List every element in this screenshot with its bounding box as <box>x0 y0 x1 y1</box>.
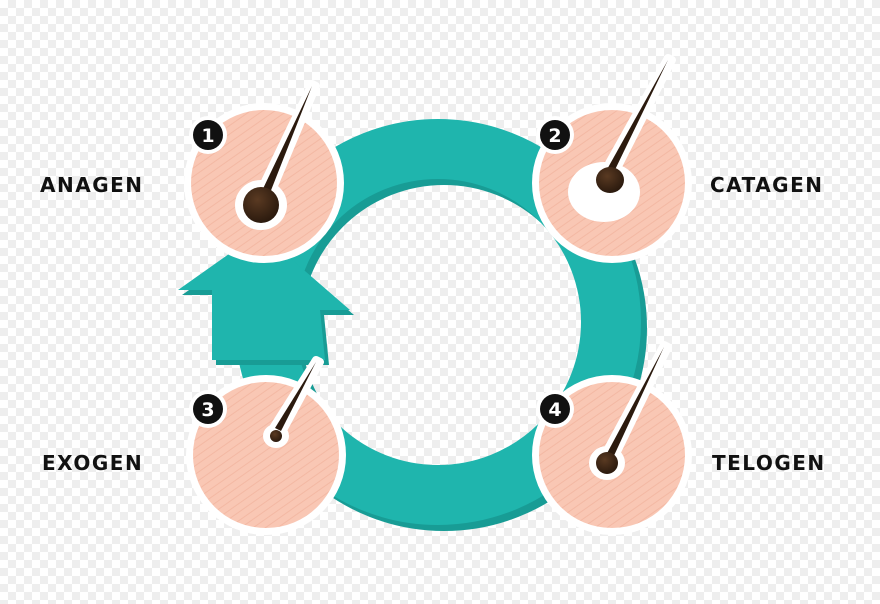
number-badge: 3 <box>189 390 227 428</box>
stage-exogen: 3 <box>186 356 346 535</box>
stage-catagen: 2 <box>532 54 692 263</box>
stage-number: 1 <box>201 125 214 147</box>
number-badge: 1 <box>189 116 227 154</box>
number-badge: 2 <box>536 116 574 154</box>
hair-follicle-icon <box>589 341 672 480</box>
stage-number: 4 <box>548 399 561 421</box>
stage-label-exogen: EXOGEN <box>42 451 144 475</box>
stage-number: 3 <box>201 399 214 421</box>
stage-label-catagen: CATAGEN <box>710 173 824 197</box>
stage-label-telogen: TELOGEN <box>712 451 826 475</box>
hair-follicle-icon <box>263 356 324 448</box>
stage-number: 2 <box>548 125 561 147</box>
stage-anagen: 1 <box>184 80 344 263</box>
cycle-arrow-head <box>178 232 354 365</box>
hair-follicle-icon <box>235 80 320 230</box>
hair-follicle-icon <box>596 54 676 193</box>
number-badge: 4 <box>536 390 574 428</box>
stage-label-anagen: ANAGEN <box>40 173 144 197</box>
stage-telogen: 4 <box>532 341 692 535</box>
